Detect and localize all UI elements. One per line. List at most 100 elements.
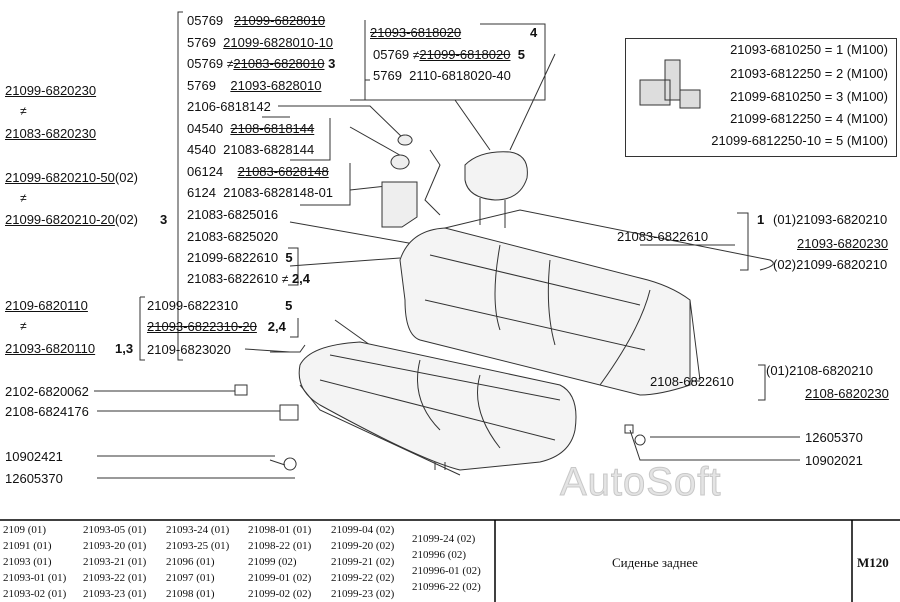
center-label: 21083-6825016 [187,207,279,222]
legend-item: 21093-6812250 = 2 (M100) [730,66,888,81]
label-21099-6820210-50: 21099-6820210-50(02) [5,170,138,185]
code: 5769 [187,78,216,93]
part-number: 21099-6820210-20 [5,212,115,227]
center-label: 2106-6818142 [187,99,271,114]
center-label: 6124 21083-6828148-01 [187,185,333,200]
label-21093-6820110: 21093-6820110 [5,341,96,356]
part-number: 21099-6820210-50 [5,170,115,185]
model-cell: 21097 (01) [166,572,215,584]
note: 3 [328,56,336,71]
model-cell: 21099-21 (02) [331,556,395,568]
label-side-01: (01)2108-6820210 [766,363,873,378]
model-cell: 210996-01 (02) [412,565,481,577]
legend-item: 21099-6810250 = 3 (M100) [730,89,888,104]
note: 3 [160,212,168,227]
not-equal-sign: ≠ [412,48,420,62]
center-label: 21083-6825020 [187,229,279,244]
model-cell: 21093 (01) [3,556,52,568]
part-number: 21093-6828010 [230,78,322,93]
code: 6124 [187,185,216,200]
headrest-label: 05769 ≠21099-6818020 5 [373,47,525,63]
note: 1,3 [115,341,134,356]
variant: (02) [114,212,139,227]
code: 05769 [187,56,224,71]
label-2108-6824176: 2108-6824176 [5,404,89,419]
model-cell: 21093-22 (01) [83,572,147,584]
code: 05769 [373,47,410,62]
legend-item: 21099-6812250 = 4 (M100) [730,111,888,126]
model-cell: 21091 (01) [3,540,52,552]
part-number: 21083-6828010 [233,56,325,71]
label-back-02: (02)21099-6820210 [773,257,888,272]
part-number: 21083-6828144 [223,142,315,157]
note: 5 [517,47,525,62]
cushion-label: 2109-6823020 [147,342,231,357]
model-cell: 21098 (01) [166,588,215,600]
not-equal-sign: ≠ [281,272,289,286]
part-number: 21093-6818020 [370,25,462,40]
headrest-label: 5769 2110-6818020-40 [373,68,511,83]
cushion-label: 21093-6822310-20 2,4 [147,319,286,334]
sheet-title: Сиденье заднее [612,555,698,570]
model-cell: 21093-20 (01) [83,540,147,552]
code: 05769 [187,13,224,28]
note: 2,4 [267,319,286,334]
model-cell: 21093-25 (01) [166,540,230,552]
label-washer: 12605370 [805,430,863,445]
model-cell: 21099-24 (02) [412,533,476,545]
code: 5769 [187,35,216,50]
center-label: 06124 21083-6828148 [187,164,329,179]
model-cell: 21096 (01) [166,556,215,568]
part-number: 21093-6822310-20 [147,319,257,334]
center-bracket [177,11,183,361]
model-cell: 21093-23 (01) [83,588,147,600]
model-cell: 21099-20 (02) [331,540,395,552]
model-cell: 21093-01 (01) [3,572,67,584]
note: 2,4 [291,271,311,286]
label-21099-6820230: 21099-6820230 [5,83,97,98]
note: 1 [757,212,765,227]
part-number: 2108-6818144 [230,121,315,136]
model-cell: 21093-21 (01) [83,556,147,568]
label-back-b: 21093-6820230 [797,236,889,251]
label-side: 2108-6822610 [650,374,734,389]
label-side-b: 2108-6820230 [805,386,889,401]
model-cell: 2109 (01) [3,524,47,536]
center-label: 4540 21083-6828144 [187,142,314,157]
note: 5 [285,250,293,265]
model-cell: 21099-22 (02) [331,572,395,584]
label-back-01: (01)21093-6820210 [773,212,888,227]
legend-item: 21099-6812250-10 = 5 (M100) [711,133,888,148]
center-label: 05769 21099-6828010 [187,13,325,28]
model-cell: 21093-02 (01) [3,588,67,600]
model-cell: 21099-02 (02) [248,588,312,600]
not-equal-sign: ≠ [20,191,27,205]
center-label: 21083-6822610 ≠ 2,4 [187,271,310,287]
model-cell: 21099 (02) [248,556,297,568]
center-label: 5769 21099-6828010-10 [187,35,333,50]
label-2109-6820110: 2109-6820110 [5,298,88,313]
part-number: 21083-6828148 [237,164,329,179]
not-equal-sign: ≠ [226,57,234,71]
label-21083-6820230: 21083-6820230 [5,126,97,141]
model-cell: 21098-22 (01) [248,540,312,552]
label-10902421: 10902421 [5,449,63,464]
part-number: 21099-6822610 [187,250,279,265]
part-number: 21099-6822310 [147,298,239,313]
model-cell: 210996-22 (02) [412,581,481,593]
model-cell: 21093-05 (01) [83,524,147,536]
cushion-label: 21099-6822310 5 [147,298,292,313]
center-label: 04540 2108-6818144 [187,121,314,136]
label-bolt: 10902021 [805,453,863,468]
part-number: 21083-6828148-01 [223,185,334,200]
label-seat-back: 21083-6822610 [617,229,709,244]
note: 5 [285,298,293,313]
not-equal-sign: ≠ [20,319,27,333]
code: 04540 [187,121,224,136]
label-21099-6820210-20: 21099-6820210-20(02) [5,212,138,227]
label-12605370: 12605370 [5,471,63,486]
model-cell: 210996 (02) [412,549,467,561]
center-label: 05769 ≠21083-6828010 3 [187,56,335,72]
model-cell: 21099-04 (02) [331,524,395,536]
